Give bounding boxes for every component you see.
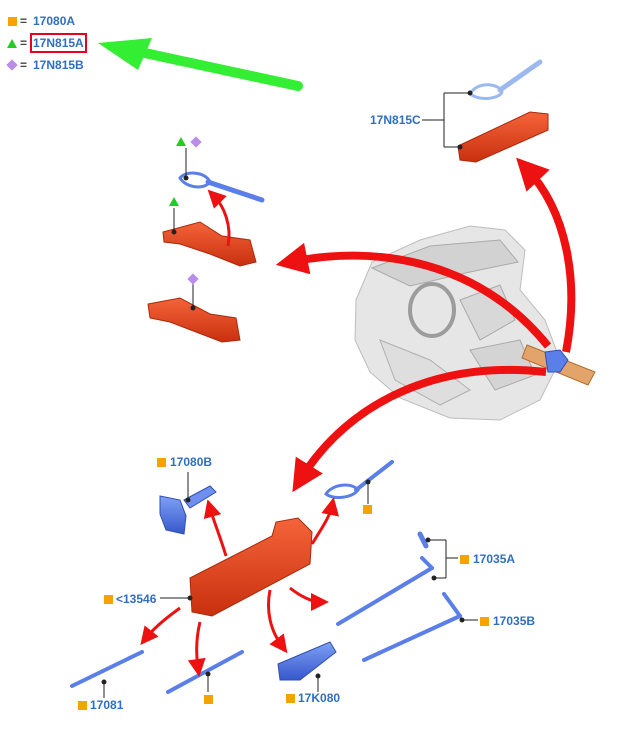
leader-lines-bottom [101,472,478,698]
red-arrow-tray-to-toweye [207,189,231,247]
triangle-marker-icon [7,39,17,48]
marker-leaders-middle [171,148,196,311]
red-arrow-to-top-right [516,157,576,353]
triangle-marker-icon [176,137,186,146]
legend-code-17080A[interactable]: 17080A [33,14,76,28]
wrench-17035B [362,592,462,662]
ramp-17K080 [277,641,337,681]
red-arrow-to-bottom-kit [292,365,547,493]
rod-17081 [70,650,144,688]
legend-equals-1: = [20,14,28,28]
rod-middle [166,650,244,694]
leader-17N815C [422,90,473,150]
highlighted-storage-tray [521,344,596,386]
square-marker-icon [8,17,17,26]
callout-17K080[interactable]: 17K080 [298,691,341,705]
square-marker-icon [363,505,372,514]
callout-17080B[interactable]: 17080B [170,455,213,469]
callout-17035B[interactable]: 17035B [493,614,536,628]
legend-equals-2: = [20,36,28,50]
red-arrows-from-carrier [140,497,340,677]
wrench-17035A [336,531,434,626]
square-marker-icon [104,595,113,604]
callout-13546[interactable]: <13546 [116,592,157,606]
square-marker-icon [204,695,213,704]
callout-17081[interactable]: 17081 [90,698,124,712]
tow-eye-middle [178,171,265,203]
tow-eye-bottom [324,460,394,499]
legend-equals-3: = [20,58,28,72]
square-marker-icon [480,617,489,626]
tow-eye-top-right [468,59,543,100]
square-marker-icon [286,694,295,703]
foam-carrier-13546 [189,517,313,617]
callout-17N815C[interactable]: 17N815C [370,113,421,127]
square-marker-icon [78,701,87,710]
green-pointer-arrow [98,38,303,91]
triangle-marker-icon [169,197,179,206]
callout-17035A[interactable]: 17035A [473,552,516,566]
square-marker-icon [157,458,166,467]
legend-code-17N815B[interactable]: 17N815B [33,58,84,72]
foam-block-top-right [457,111,549,163]
foam-tray-17N815B [147,297,241,343]
foam-tray-17N815A [162,221,257,267]
red-arrow-to-middle-left [275,242,552,349]
jack-17080B [159,485,217,535]
legend-code-17N815A[interactable]: 17N815A [30,33,87,53]
square-marker-icon [460,555,469,564]
